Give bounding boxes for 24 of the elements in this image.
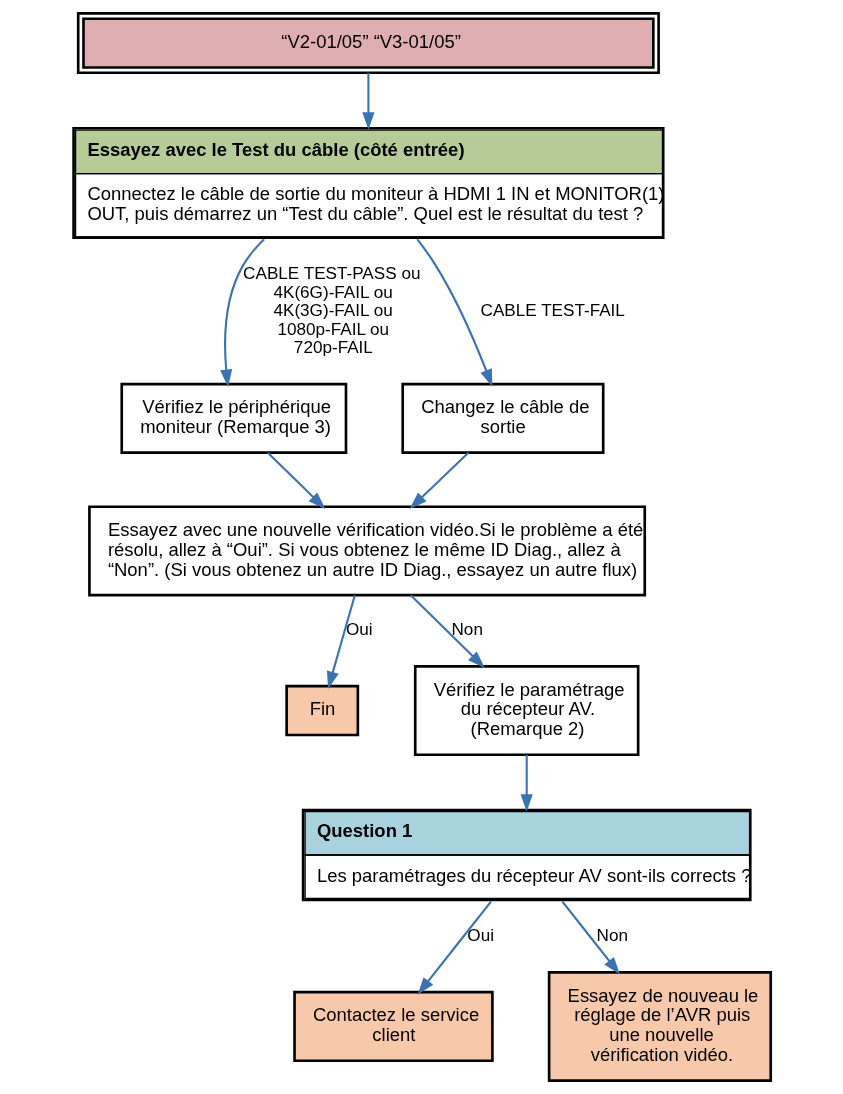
node-box: Essayez avec une nouvelle vérification vidéo.Si le problème a été résolu, allez à “Oui”. Si vous obtenez le même ID Diag., allez à “Non”. (Si vous obtenez un autre ID Diag., essayez un autre flux) xyxy=(88,505,647,597)
arrow xyxy=(416,238,493,387)
arrow xyxy=(417,900,492,995)
node-box: Changez le câble de sortie xyxy=(401,382,605,454)
arrow xyxy=(409,452,470,509)
node-box: “V2-01/05” “V3-01/05” xyxy=(76,12,660,75)
node-box: Essayez de nouveau le réglage de l’AVR puis une nouvelle vérification vidéo. xyxy=(547,971,773,1082)
arrow xyxy=(561,900,620,975)
edge-label: Non xyxy=(596,925,629,946)
edge-label: Oui xyxy=(467,925,494,946)
edge-label: CABLE TEST-FAIL xyxy=(480,300,625,321)
arrow xyxy=(326,594,356,689)
edge-label: Non xyxy=(451,619,483,640)
node-box: Vérifiez le périphérique moniteur (Remarque 3) xyxy=(120,382,348,454)
edge-label: Oui xyxy=(345,619,373,640)
arrow xyxy=(409,594,485,669)
node-box: Contactez le service client xyxy=(293,990,494,1063)
node-box: Fin xyxy=(285,684,360,737)
arrow xyxy=(220,238,265,387)
edge-label: CABLE TEST-PASS ou 4K(6G)-FAIL ou 4K(3G)-FAIL ou 1080p-FAIL ou 720p-FAIL xyxy=(243,263,421,357)
arrow xyxy=(520,754,533,812)
node-box: Vérifiez le paramétrage du récepteur AV. (Remarque 2) xyxy=(413,665,640,757)
arrow xyxy=(362,72,375,130)
arrow xyxy=(267,452,326,509)
